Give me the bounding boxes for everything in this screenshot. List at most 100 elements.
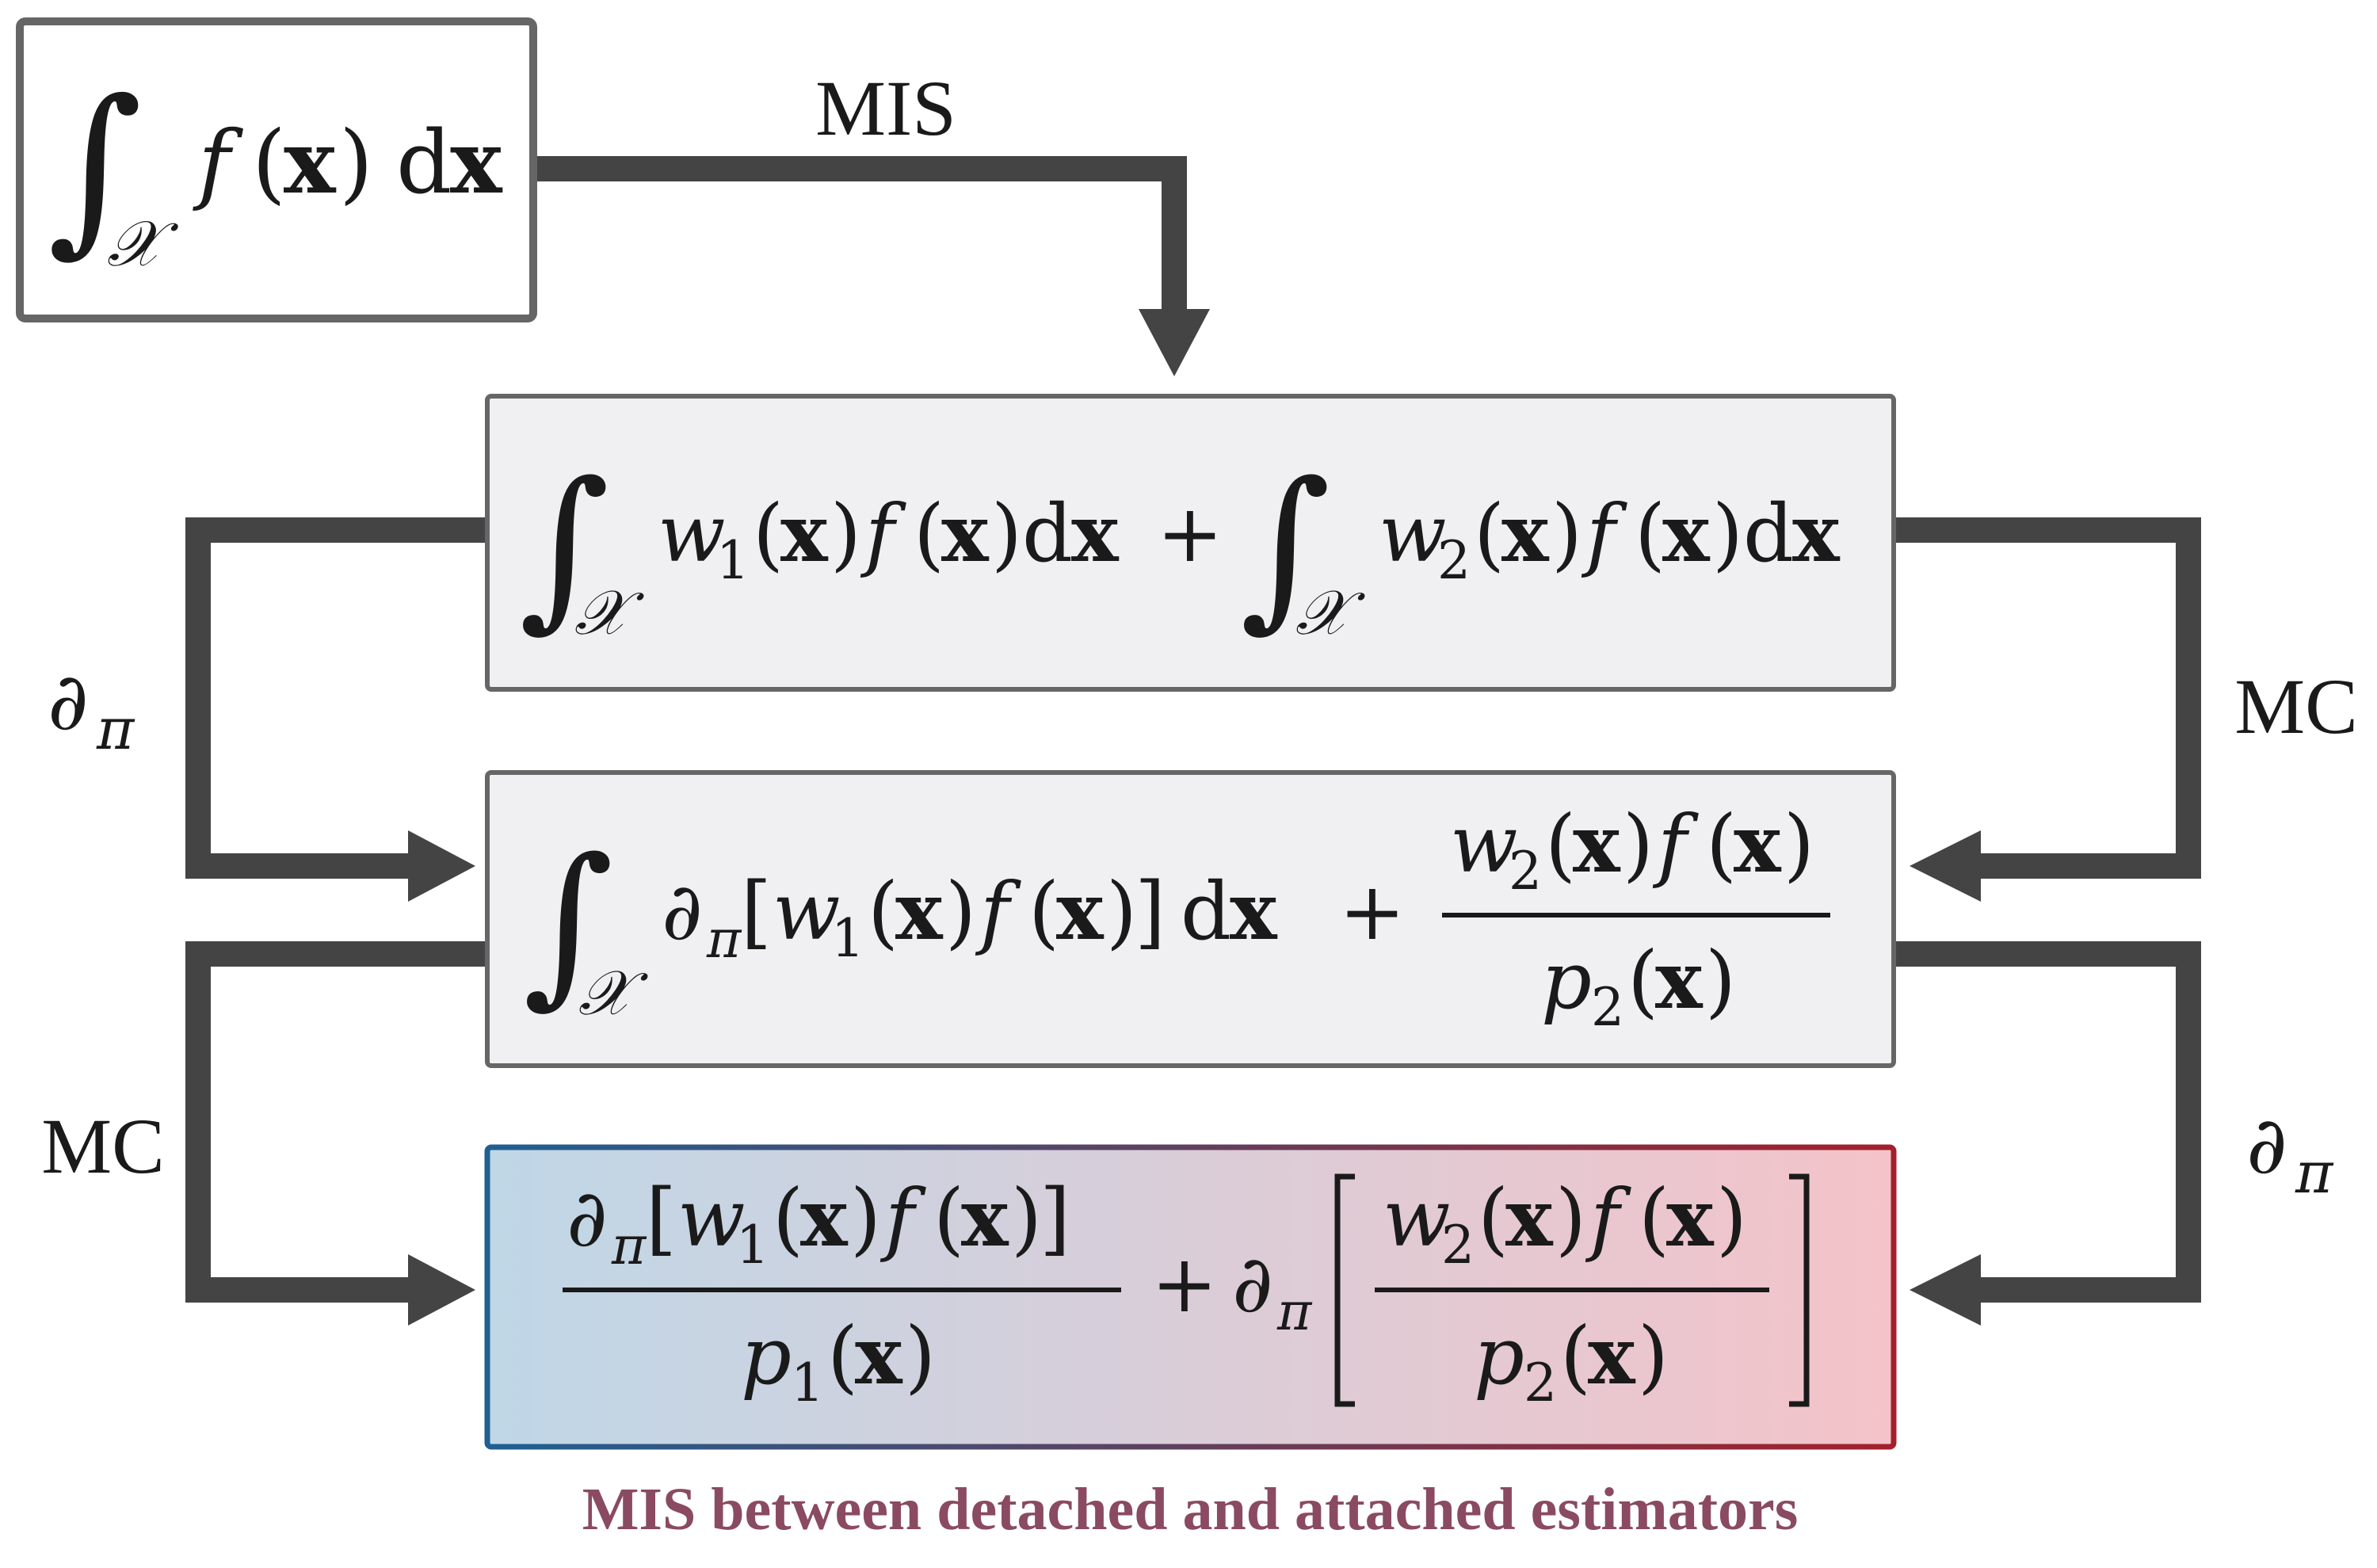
svg-text:1: 1: [716, 530, 750, 591]
svg-text:∂: ∂: [567, 1172, 608, 1265]
svg-text:d: d: [1022, 487, 1073, 580]
svg-text:2: 2: [1437, 530, 1471, 591]
svg-text:): ): [339, 112, 373, 213]
svg-text:∂: ∂: [1232, 1238, 1273, 1330]
caption: MIS between detached and attached estima…: [582, 1476, 1799, 1543]
svg-text:2: 2: [1441, 1215, 1475, 1276]
svg-text:x: x: [450, 111, 503, 213]
svg-text:(: (: [252, 112, 286, 213]
svg-text:2: 2: [1509, 841, 1542, 902]
svg-text:+: +: [1339, 865, 1406, 958]
svg-text:1: 1: [831, 908, 864, 969]
svg-text:d: d: [1181, 865, 1231, 958]
svg-text:π: π: [706, 909, 742, 970]
box-integral: [16, 17, 537, 322]
svg-text:(: (: [868, 865, 899, 958]
svg-text:(: (: [827, 1310, 858, 1402]
label-mc-right: MC: [2234, 662, 2358, 750]
svg-text:(: (: [1635, 487, 1665, 580]
svg-text:(: (: [1478, 1172, 1509, 1265]
svg-text:∫: ∫: [523, 821, 614, 1024]
svg-text:[: [: [646, 1172, 677, 1265]
svg-text:π: π: [2295, 1139, 2334, 1206]
svg-text:(: (: [1474, 487, 1505, 580]
box-derivative-mc: [485, 770, 1896, 1068]
arrow-left-lower: [185, 941, 485, 1326]
svg-text:x: x: [1792, 486, 1841, 580]
arrow-left-upper: [185, 517, 485, 902]
svg-text:x: x: [1071, 486, 1120, 580]
svg-text:π: π: [1276, 1281, 1313, 1342]
svg-text:π: π: [96, 696, 135, 762]
svg-text:(: (: [773, 1172, 803, 1265]
svg-text:): ): [1784, 798, 1814, 891]
svg-text:1: 1: [736, 1215, 769, 1276]
svg-text:x: x: [1056, 864, 1105, 958]
svg-text:): ): [1106, 865, 1137, 958]
svg-text:π: π: [611, 1215, 647, 1276]
arrow-right-lower: [1896, 941, 2201, 1326]
svg-text:(: (: [753, 487, 784, 580]
label-mc-left: MC: [41, 1102, 165, 1190]
svg-text:p: p: [1541, 934, 1592, 1027]
svg-text:x: x: [1666, 1171, 1715, 1265]
formula-estimator: ∂ π [ w 1 ( x ) f ( x ) ] p 1 ( x ) + ∂ …: [563, 1171, 1810, 1413]
svg-text:2: 2: [1524, 1352, 1557, 1413]
svg-text:p: p: [1474, 1310, 1524, 1402]
svg-text:∫: ∫: [519, 444, 610, 647]
svg-text:): ): [945, 865, 976, 958]
label-mis: MIS: [815, 64, 956, 152]
svg-text:): ): [1555, 1172, 1586, 1265]
svg-text:]: ]: [1040, 1172, 1070, 1265]
svg-text:): ): [905, 1310, 936, 1402]
svg-text:d: d: [1743, 487, 1794, 580]
arrow-right-upper: [1896, 517, 2201, 902]
svg-text:∂: ∂: [48, 655, 89, 748]
svg-text:2: 2: [1591, 977, 1624, 1038]
svg-text:): ): [850, 1172, 881, 1265]
svg-text:(: (: [1028, 865, 1059, 958]
svg-text:p: p: [741, 1310, 792, 1402]
svg-text:w: w: [1383, 1172, 1451, 1265]
svg-text:x: x: [800, 1171, 849, 1265]
svg-text:x: x: [780, 486, 829, 580]
label-partial-pi-right: ∂ π: [2246, 1099, 2334, 1206]
svg-text:d: d: [396, 112, 452, 213]
svg-text:x: x: [1230, 864, 1278, 958]
arrow-mis-top: [535, 156, 1210, 376]
svg-text:x: x: [1505, 1171, 1554, 1265]
svg-text:x: x: [855, 1309, 903, 1402]
svg-text:x: x: [284, 111, 337, 213]
svg-text:[: [: [741, 865, 772, 958]
svg-text:x: x: [1662, 486, 1711, 580]
svg-text:(: (: [1627, 934, 1658, 1027]
svg-text:(: (: [1706, 798, 1737, 891]
svg-text:): ): [830, 487, 861, 580]
label-partial-pi-left: ∂ π: [48, 655, 135, 762]
box-mis-split: [485, 394, 1896, 692]
svg-text:): ): [1638, 1310, 1669, 1402]
svg-text:+: +: [1151, 1238, 1218, 1330]
svg-text:∂: ∂: [662, 865, 703, 958]
svg-text:w: w: [677, 1172, 746, 1265]
svg-text:x: x: [1588, 1309, 1636, 1402]
svg-text:∫: ∫: [48, 62, 143, 273]
svg-text:w: w: [658, 487, 726, 580]
svg-text:x: x: [1734, 797, 1782, 891]
svg-text:]: ]: [1135, 865, 1166, 958]
svg-text:x: x: [1655, 933, 1704, 1027]
svg-text:x: x: [895, 864, 944, 958]
svg-text:): ): [1551, 487, 1582, 580]
svg-text:w: w: [773, 865, 841, 958]
svg-text:): ): [1623, 798, 1654, 891]
svg-text:): ): [1011, 1172, 1042, 1265]
svg-text:x: x: [941, 486, 990, 580]
svg-text:+: +: [1157, 487, 1223, 580]
svg-text:(: (: [1545, 798, 1576, 891]
svg-text:x: x: [1573, 797, 1621, 891]
box-estimator: [484, 1144, 1897, 1450]
svg-text:): ): [1716, 1172, 1747, 1265]
svg-text:w: w: [1450, 798, 1518, 891]
svg-text:x: x: [961, 1171, 1009, 1265]
